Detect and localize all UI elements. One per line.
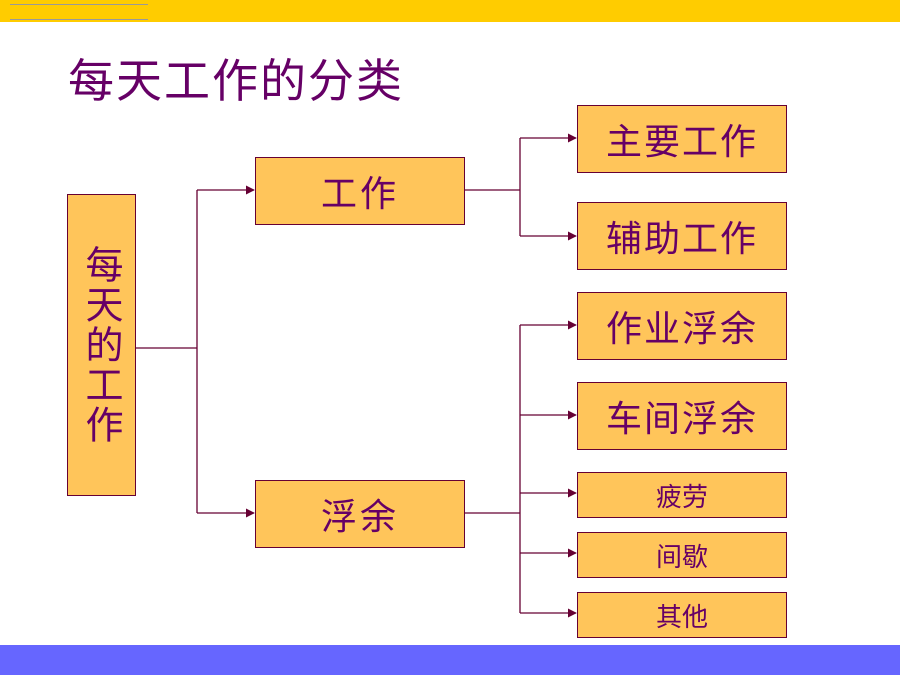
node-main-work: 主要工作 [577,105,787,173]
slide-title: 每天工作的分类 [68,54,404,108]
node-work: 工作 [255,157,465,225]
root-node: 每天的工作 [67,194,136,496]
node-fatigue: 疲劳 [577,472,787,518]
node-slack: 浮余 [255,480,465,548]
node-operation-slack: 作业浮余 [577,292,787,360]
node-shop-slack: 车间浮余 [577,382,787,450]
bottom-accent-band [0,645,900,675]
node-aux-work: 辅助工作 [577,202,787,270]
top-decoration [10,4,148,20]
node-break: 间歇 [577,532,787,578]
top-accent-band [0,0,900,22]
node-other: 其他 [577,592,787,638]
